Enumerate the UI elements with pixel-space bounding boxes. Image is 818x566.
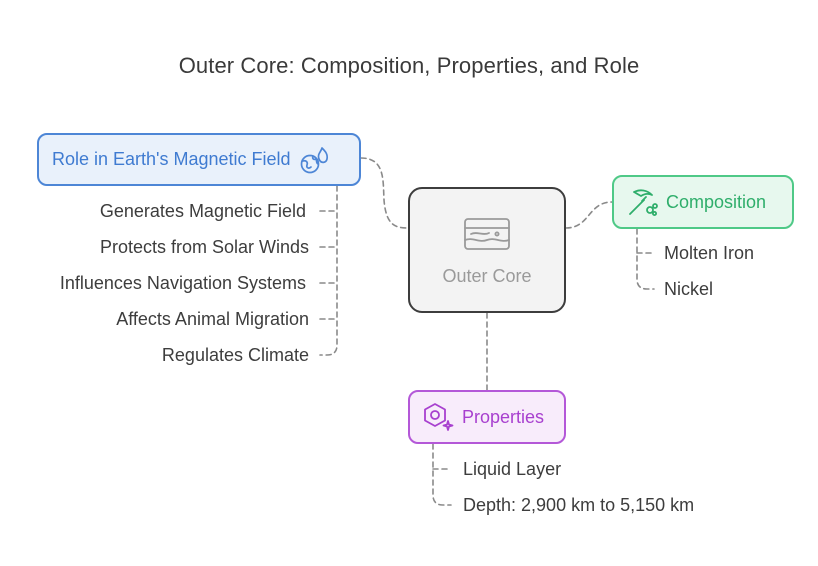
role-item: Influences Navigation Systems bbox=[59, 273, 306, 293]
globe-flame-icon bbox=[299, 145, 331, 175]
role-item: Generates Magnetic Field bbox=[99, 201, 306, 221]
properties-node-label: Properties bbox=[462, 406, 545, 427]
role-item: Protects from Solar Winds bbox=[99, 237, 309, 257]
role-item: Affects Animal Migration bbox=[116, 309, 309, 329]
properties-node[interactable]: Properties bbox=[408, 390, 566, 444]
hexagon-sparkle-icon bbox=[422, 401, 454, 433]
composition-item: Molten Iron bbox=[664, 243, 755, 263]
role-node-label: Role in Earth's Magnetic Field bbox=[52, 149, 291, 169]
earth-layers-icon bbox=[463, 217, 511, 256]
role-item: Regulates Climate bbox=[161, 345, 309, 365]
composition-item: Nickel bbox=[664, 279, 714, 299]
properties-item: Liquid Layer bbox=[463, 459, 562, 479]
diagram-title: Outer Core: Composition, Properties, and… bbox=[178, 53, 640, 78]
role-node[interactable]: Role in Earth's Magnetic Field bbox=[37, 133, 361, 186]
composition-node[interactable]: Composition bbox=[612, 175, 794, 229]
properties-item: Depth: 2,900 km to 5,150 km bbox=[463, 495, 695, 515]
outer-core-node[interactable]: Outer Core bbox=[408, 187, 566, 313]
outer-core-label: Outer Core bbox=[442, 266, 532, 286]
pickaxe-icon bbox=[626, 186, 658, 218]
composition-node-label: Composition bbox=[666, 191, 767, 212]
